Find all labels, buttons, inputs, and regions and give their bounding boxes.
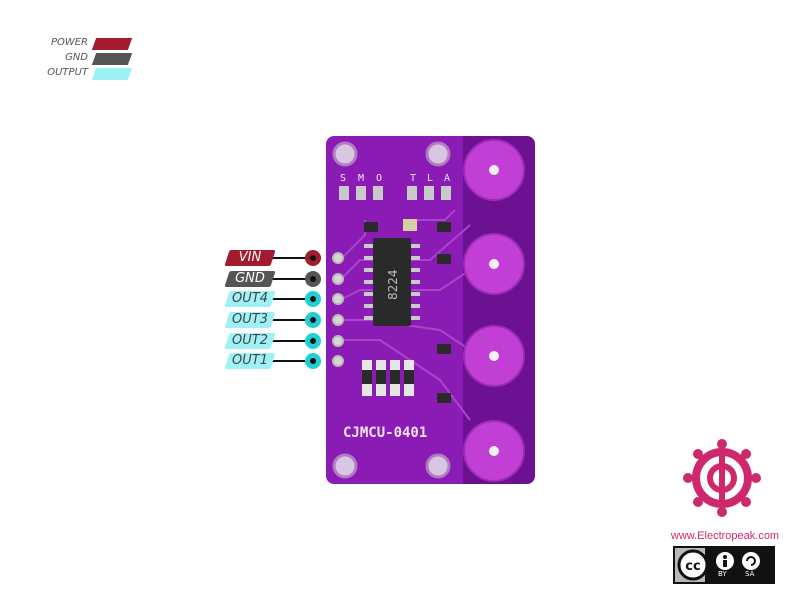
pin-dot-vin [305,250,321,266]
legend-item-output: OUTPUT [0,67,140,81]
touch-pad-2 [463,233,525,295]
svg-text:cc: cc [685,559,700,574]
chip-marking: 8224 [386,269,400,300]
smd-components [364,219,451,403]
pin-label-out3: OUT3 [224,312,276,328]
pin-dots [305,250,321,369]
legend-label-power: POWER [50,37,88,48]
watermark-url: www.Electropeak.com [670,530,780,542]
license-sa: SA [745,570,755,578]
jumper-label-s: S [340,173,346,184]
pin-label-out1: OUT1 [224,353,276,369]
jumper-label-a: A [444,173,450,184]
ic-chip: 8224 [364,238,420,326]
pin-dot-out4 [305,291,321,307]
license-by: BY [718,570,727,578]
touch-strip [455,136,535,484]
jumper-labels: S M O T L A [340,173,450,184]
legend-item-gnd: GND [0,52,140,66]
board-name: CJMCU-0401 [343,425,427,441]
legend-label-output: OUTPUT [47,67,88,78]
mounting-holes [332,141,451,479]
pin-label-gnd: GND [224,271,276,287]
touch-pad-4 [463,420,525,482]
jumper-label-t: T [410,173,416,184]
cc-by-sa-icon: cc BY SA [673,546,775,584]
touch-pad-3 [463,325,525,387]
jumper-pads [339,186,451,200]
jumper-label-o: O [376,173,382,184]
header-holes [332,252,344,367]
pin-dot-out1 [305,353,321,369]
leader-lines [272,257,306,362]
pin-label-vin: VIN [224,250,276,266]
legend-item-power: POWER [0,37,140,51]
legend-label-gnd: GND [65,52,88,63]
touch-pads [463,139,525,482]
touch-pad-1 [463,139,525,201]
electropeak-logo-icon [683,439,761,517]
jumper-label-m: M [358,173,364,184]
pin-dot-gnd [305,271,321,287]
jumper-label-l: L [427,173,433,184]
pin-label-out4: OUT4 [224,291,276,307]
led-array [362,360,414,396]
pin-dot-out3 [305,312,321,328]
pin-label-out2: OUT2 [224,333,276,349]
pin-dot-out2 [305,333,321,349]
